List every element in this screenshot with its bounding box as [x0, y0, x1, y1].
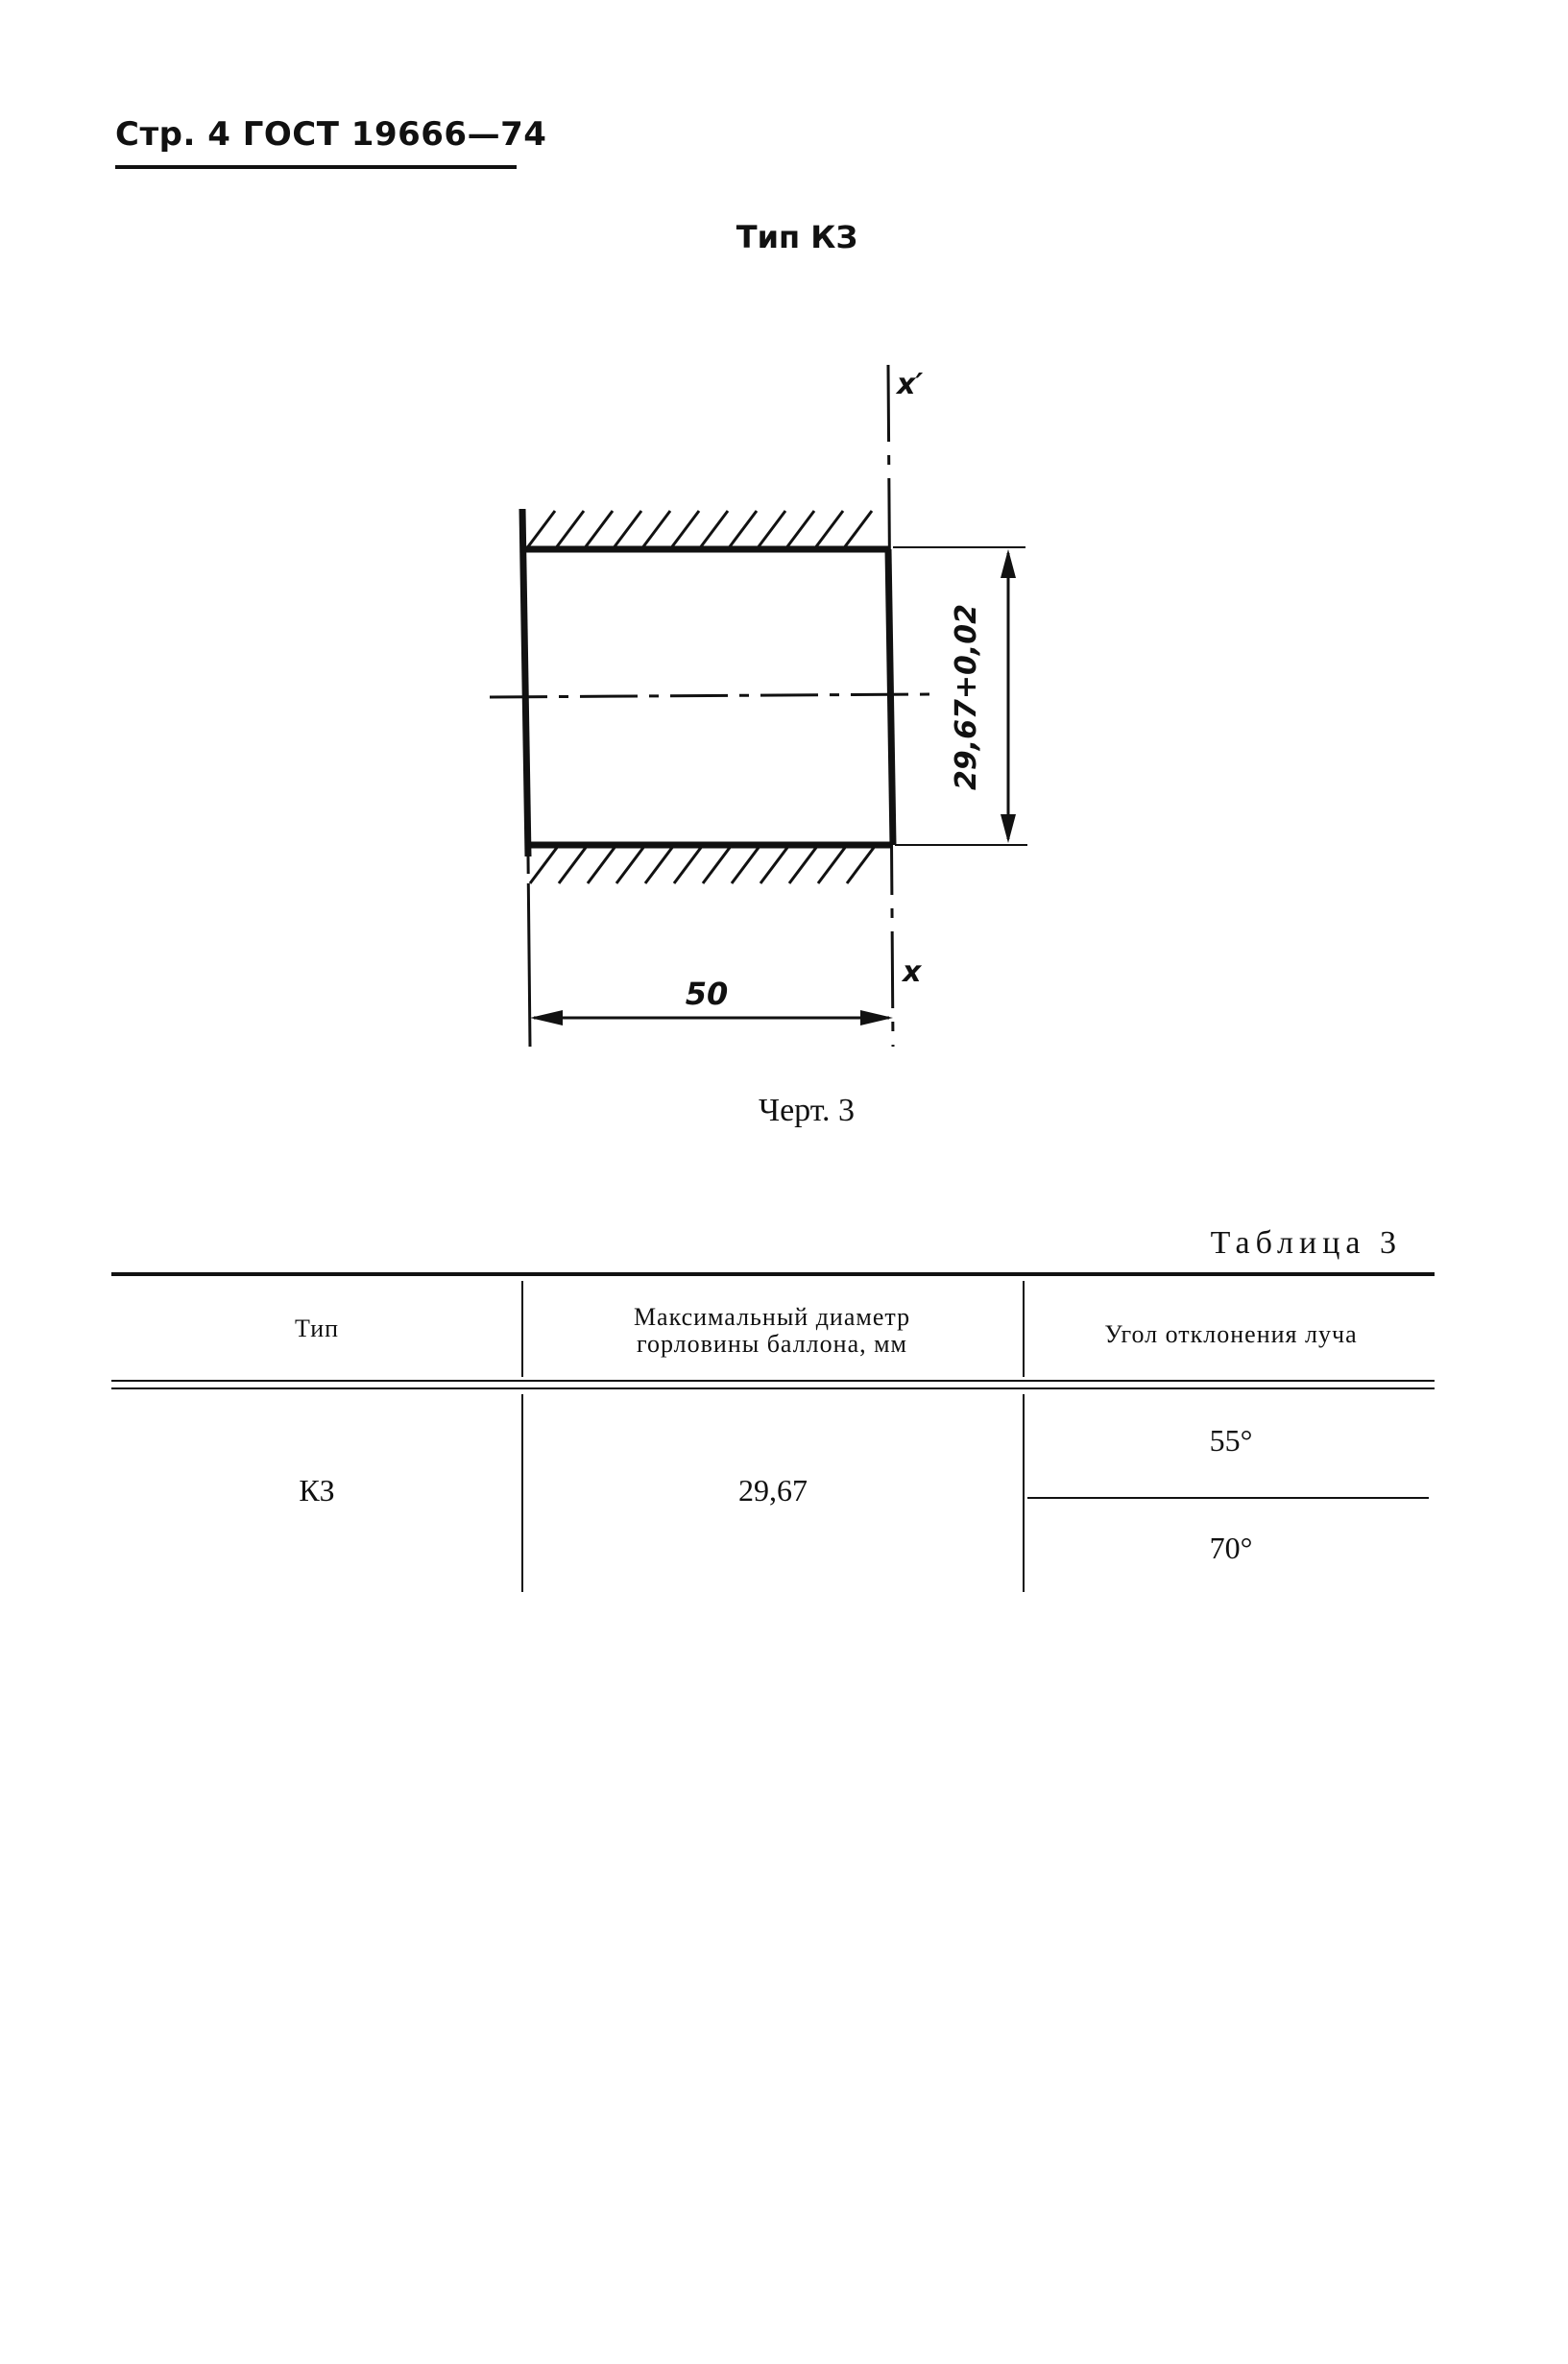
cell-type: КЗ — [299, 1473, 335, 1508]
part-outline — [519, 508, 897, 857]
cell-angle-55: 55° — [1209, 1423, 1253, 1458]
cell-angle-70: 70° — [1209, 1531, 1253, 1565]
header-rule — [115, 165, 517, 169]
axis-label-top: x′ — [895, 368, 923, 401]
length-arrow-left — [530, 1010, 563, 1025]
column-header-type: Тип — [294, 1315, 340, 1342]
diameter-dimension-text: 29,67+0,02 — [950, 604, 983, 790]
column-header-angle: Угол отклонения луча — [1104, 1320, 1358, 1348]
data-table: Тип Максимальный диаметр горловины балло… — [111, 1269, 1436, 1615]
axis-label-bottom: x — [901, 955, 923, 989]
drawing-title: Тип КЗ — [736, 219, 858, 255]
centerline — [489, 692, 930, 699]
bottom-hatching — [528, 844, 878, 884]
diameter-arrow-top — [1001, 549, 1016, 578]
length-dimension-text: 50 — [686, 976, 729, 1012]
technical-drawing: 29,67+0,02 50 x′ x — [442, 355, 1056, 1066]
table-label: Таблица 3 — [1210, 1225, 1402, 1261]
length-arrow-right — [860, 1010, 893, 1025]
drawing-caption: Черт. 3 — [758, 1093, 856, 1128]
diameter-arrow-bottom — [1001, 814, 1016, 843]
reference-axis — [886, 364, 895, 1048]
left-extension-line — [526, 856, 532, 1048]
top-hatching — [524, 510, 874, 550]
cell-max-diameter: 29,67 — [738, 1473, 808, 1508]
column-header-max-diameter: Максимальный диаметр горловины баллона, … — [633, 1303, 911, 1358]
page-header: Стр. 4 ГОСТ 19666—74 — [115, 115, 547, 154]
